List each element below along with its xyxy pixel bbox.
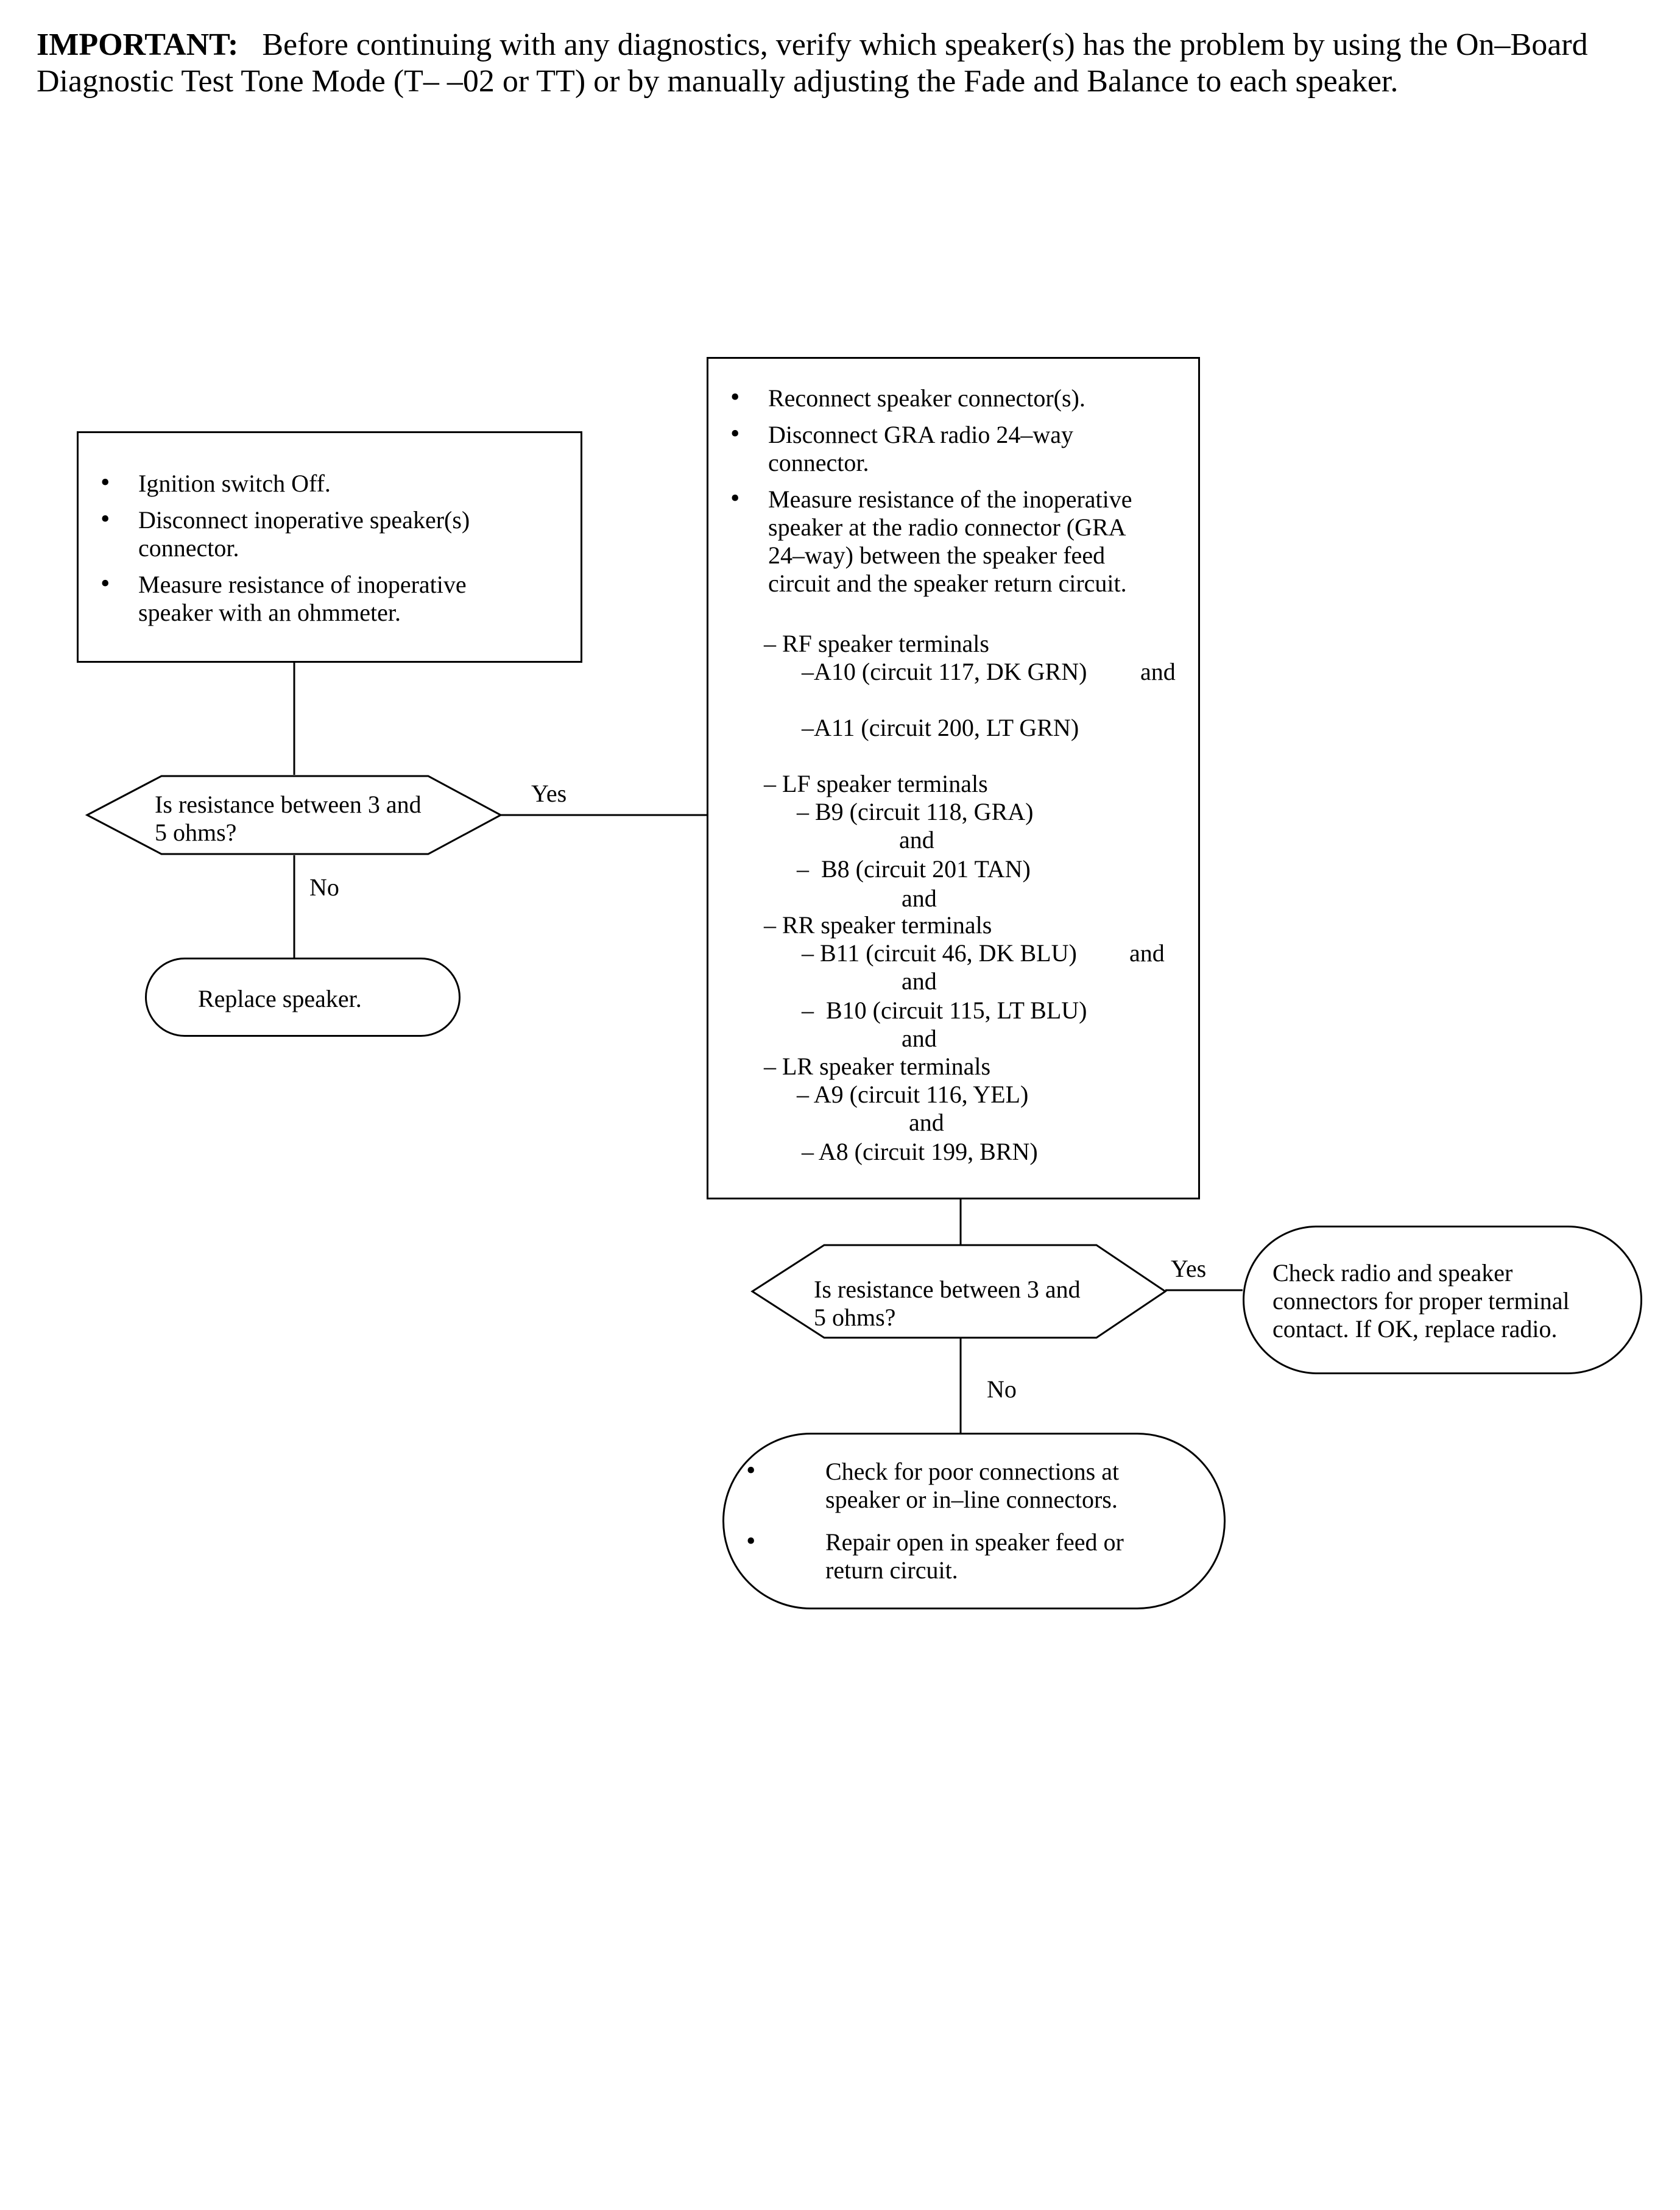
rr-terminal-b10: – B10 (circuit 115, LT BLU) [802, 997, 1087, 1024]
decision1-diamond [85, 775, 503, 855]
decision1-question: Is resistance between 3 and 5 ohms? [155, 791, 422, 846]
lr-terminal-a9: – A9 (circuit 116, YEL) [797, 1081, 1029, 1108]
lf-terminal-b9: – B9 (circuit 118, GRA) [797, 798, 1034, 825]
decision2-question: Is resistance between 3 and 5 ohms? [814, 1276, 1081, 1331]
rf-terminal-a11: –A11 (circuit 200, LT GRN) [802, 714, 1079, 741]
rr-and-label: and [1129, 939, 1165, 967]
step2-box: Reconnect speaker connector(s). Disconne… [707, 357, 1200, 1199]
rf-and-label: and [1140, 658, 1176, 685]
rr-terminal-b11: – B11 (circuit 46, DK BLU) [802, 939, 1077, 967]
rr-and-label-3: and [902, 1025, 937, 1052]
step1-item: Disconnect inoperative speaker(s) connec… [79, 505, 504, 562]
lf-terminal-b8: – B8 (circuit 201 TAN) [797, 855, 1031, 883]
decision1-yes-label: Yes [531, 780, 567, 807]
important-text: Before continuing with any diagnostics, … [37, 27, 1588, 99]
decision2-no-label: No [987, 1375, 1017, 1403]
step2-item: Measure resistance of the inoperative sp… [708, 484, 1146, 598]
lf-terminals-heading: – LF speaker terminals [764, 770, 988, 797]
step1-list: Ignition switch Off. Disconnect inoperat… [79, 468, 562, 627]
rr-terminals-heading: – RR speaker terminals [764, 911, 992, 939]
step2-item: Reconnect speaker connector(s). [708, 383, 1186, 412]
result3-item: Repair open in speaker feed or return ci… [724, 1527, 1142, 1584]
step2-item: Disconnect GRA radio 24–way connector. [708, 420, 1109, 477]
step1-item: Ignition switch Off. [79, 468, 562, 498]
result2-check-radio: Check radio and speaker connectors for p… [1243, 1226, 1642, 1374]
rr-and-label-2: and [902, 967, 937, 995]
rf-terminals-heading: – RF speaker terminals [764, 630, 989, 657]
lr-terminals-heading: – LR speaker terminals [764, 1053, 991, 1080]
result3-item: Check for poor connections at speaker or… [724, 1456, 1191, 1514]
lr-and-label: and [909, 1109, 944, 1136]
step1-box: Ignition switch Off. Disconnect inoperat… [77, 431, 582, 663]
decision2-yes-label: Yes [1171, 1255, 1207, 1282]
result1-text: Replace speaker. [198, 985, 362, 1012]
result3-check-connections: Check for poor connections at speaker or… [722, 1433, 1226, 1609]
step1-item: Measure resistance of inoperative speake… [79, 570, 528, 627]
rf-terminal-a10: –A10 (circuit 117, DK GRN) [802, 658, 1087, 685]
decision2-diamond [750, 1244, 1167, 1339]
important-note: IMPORTANT: Before continuing with any di… [37, 27, 1596, 100]
result1-replace-speaker: Replace speaker. [145, 958, 461, 1037]
lf-and-label: and [899, 826, 934, 853]
lf-and-label-2: and [902, 884, 937, 912]
step2-list: Reconnect speaker connector(s). Disconne… [708, 383, 1186, 598]
result2-text: Check radio and speaker connectors for p… [1272, 1259, 1570, 1343]
lr-terminal-a8: – A8 (circuit 199, BRN) [802, 1138, 1038, 1165]
decision1-no-label: No [309, 874, 339, 901]
result3-list: Check for poor connections at speaker or… [724, 1456, 1199, 1584]
important-label: IMPORTANT: [37, 27, 239, 62]
